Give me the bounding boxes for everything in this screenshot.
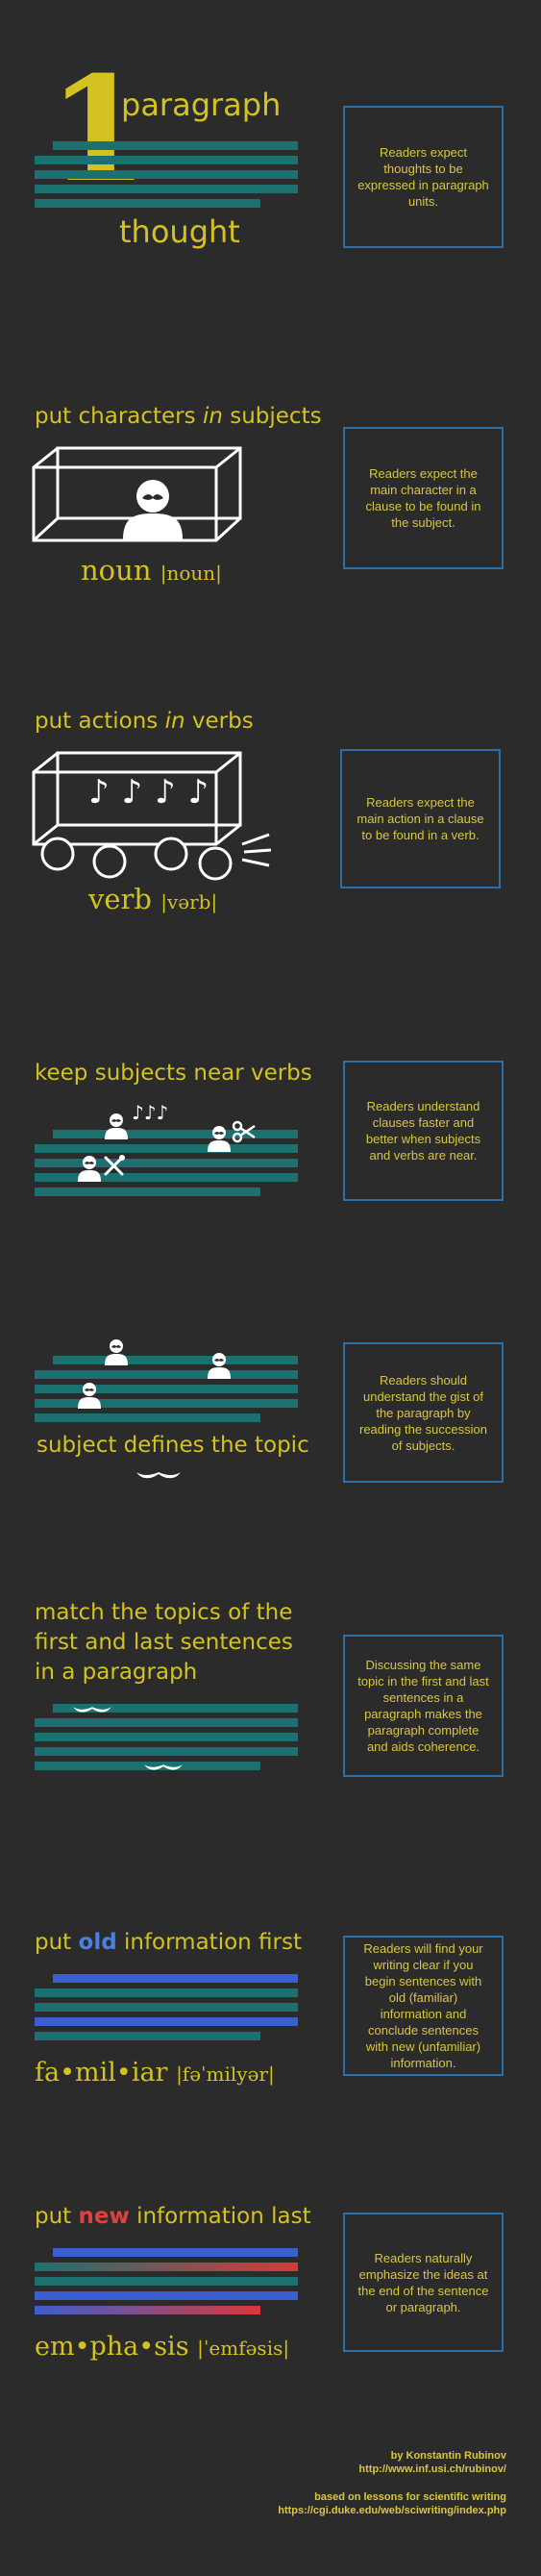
section6-title: match the topics of the first and last s… bbox=[35, 1598, 293, 1688]
section3-title-a: put actions bbox=[35, 709, 159, 734]
text-line-old bbox=[53, 1974, 298, 1983]
section4-title: keep subjects near verbs bbox=[35, 1061, 312, 1086]
verb-pronunciation: |vərb| bbox=[160, 890, 218, 913]
section3-title-em: in bbox=[164, 709, 185, 734]
text-line bbox=[53, 1356, 298, 1364]
section7-title: put old information first bbox=[35, 1930, 302, 1955]
text-line-old bbox=[35, 2291, 298, 2300]
text-line-new bbox=[35, 2263, 298, 2271]
text-line bbox=[35, 1733, 298, 1741]
section3-box: Readers expect the main action in a clau… bbox=[340, 749, 501, 888]
word-familiar: fa•mil•iar |fəˈmilyər| bbox=[35, 2058, 275, 2088]
familiar-pronunciation: |fəˈmilyər| bbox=[176, 2063, 275, 2086]
footer-source: based on lessons for scientific writing … bbox=[278, 2490, 506, 2517]
section7-title-a: put bbox=[35, 1930, 72, 1955]
section8-title-new: new bbox=[78, 2204, 130, 2229]
text-line bbox=[35, 156, 298, 164]
text-line bbox=[35, 1718, 298, 1727]
section2-box: Readers expect the main character in a c… bbox=[343, 427, 504, 569]
source-link[interactable]: https://cgi.duke.edu/web/sciwriting/inde… bbox=[278, 2505, 506, 2516]
word-thought: thought bbox=[119, 213, 240, 250]
text-line bbox=[35, 1762, 260, 1770]
text-line-old bbox=[53, 2248, 298, 2257]
music-notes: ♪ ♪ ♪ ♪ bbox=[88, 773, 210, 812]
emphasis-pronunciation: |ˈemfəsis| bbox=[197, 2337, 290, 2360]
section8-title-b: information last bbox=[136, 2204, 311, 2229]
emphasis-label: em•pha•sis bbox=[35, 2332, 189, 2362]
text-line bbox=[35, 2003, 298, 2012]
text-line bbox=[35, 170, 298, 179]
verb-label: verb bbox=[88, 883, 152, 915]
word-verb: verb |vərb| bbox=[88, 883, 217, 915]
text-line bbox=[35, 1399, 298, 1408]
character-icon bbox=[208, 1353, 231, 1379]
section2-title-a: put characters bbox=[35, 404, 196, 429]
text-line bbox=[35, 1370, 298, 1379]
noun-pronunciation: |noun| bbox=[160, 562, 222, 585]
footer-author: by Konstantin Rubinov http://www.inf.usi… bbox=[358, 2449, 506, 2476]
section7-box: Readers will find your writing clear if … bbox=[343, 1936, 504, 2076]
music-notes-small: ♪♪♪ bbox=[132, 1101, 169, 1124]
text-line bbox=[35, 2032, 260, 2040]
section7-title-b: information first bbox=[123, 1930, 302, 1955]
author-name: by Konstantin Rubinov bbox=[390, 2450, 506, 2462]
text-line bbox=[35, 185, 298, 193]
author-link[interactable]: http://www.inf.usi.ch/rubinov/ bbox=[358, 2463, 506, 2475]
text-line bbox=[35, 1988, 298, 1997]
mustache-icon bbox=[136, 1472, 181, 1479]
noun-label: noun bbox=[81, 554, 152, 587]
character-icon bbox=[208, 1126, 231, 1152]
mustache-icon bbox=[73, 1707, 111, 1713]
character-icon bbox=[78, 1383, 101, 1409]
truck-illustration bbox=[32, 751, 272, 881]
text-line-old bbox=[35, 2017, 298, 2026]
section3-title-b: verbs bbox=[191, 709, 254, 734]
word-noun: noun |noun| bbox=[81, 554, 222, 587]
scissors-icon bbox=[232, 1120, 256, 1143]
section5-title: subject defines the topic bbox=[37, 1433, 309, 1458]
text-line bbox=[35, 1413, 260, 1422]
section8-title-a: put bbox=[35, 2204, 72, 2229]
word-emphasis: em•pha•sis |ˈemfəsis| bbox=[35, 2332, 289, 2362]
text-line bbox=[35, 1747, 298, 1756]
text-line bbox=[35, 199, 260, 208]
mustache-icon bbox=[144, 1764, 183, 1770]
text-line bbox=[53, 1704, 298, 1713]
section6-box: Discussing the same topic in the first a… bbox=[343, 1635, 504, 1777]
section2-title-em: in bbox=[202, 404, 223, 429]
text-line bbox=[35, 1188, 260, 1196]
section2-title-b: subjects bbox=[230, 404, 322, 429]
text-line bbox=[35, 1173, 298, 1182]
text-line-new bbox=[35, 2306, 260, 2314]
text-line bbox=[35, 1159, 298, 1167]
character-icon bbox=[105, 1113, 128, 1139]
tools-icon bbox=[104, 1155, 125, 1176]
section8-title: put new information last bbox=[35, 2204, 311, 2229]
section5-box: Readers should understand the gist of th… bbox=[343, 1342, 504, 1483]
box-character-illustration bbox=[32, 446, 242, 542]
text-line bbox=[53, 1130, 298, 1138]
section6-title-line1: match the topics of the bbox=[35, 1600, 293, 1625]
text-line bbox=[53, 141, 298, 150]
source-text: based on lessons for scientific writing bbox=[314, 2491, 506, 2503]
text-line bbox=[35, 1385, 298, 1393]
section4-box: Readers understand clauses faster and be… bbox=[343, 1061, 504, 1201]
text-line bbox=[35, 1144, 298, 1153]
familiar-label: fa•mil•iar bbox=[35, 2058, 168, 2088]
section8-box: Readers naturally emphasize the ideas at… bbox=[343, 2213, 504, 2352]
character-icon bbox=[105, 1339, 128, 1365]
section1-box: Readers expect thoughts to be expressed … bbox=[343, 106, 504, 248]
section6-title-line2: first and last sentences bbox=[35, 1630, 293, 1655]
character-icon bbox=[78, 1156, 101, 1182]
section2-title: put characters in subjects bbox=[35, 404, 322, 429]
section7-title-old: old bbox=[78, 1930, 117, 1955]
word-paragraph: paragraph bbox=[121, 87, 282, 123]
section6-title-line3: in a paragraph bbox=[35, 1660, 198, 1685]
text-line bbox=[35, 2277, 298, 2286]
section3-title: put actions in verbs bbox=[35, 709, 254, 734]
big-digit-one: 1 bbox=[48, 45, 149, 214]
